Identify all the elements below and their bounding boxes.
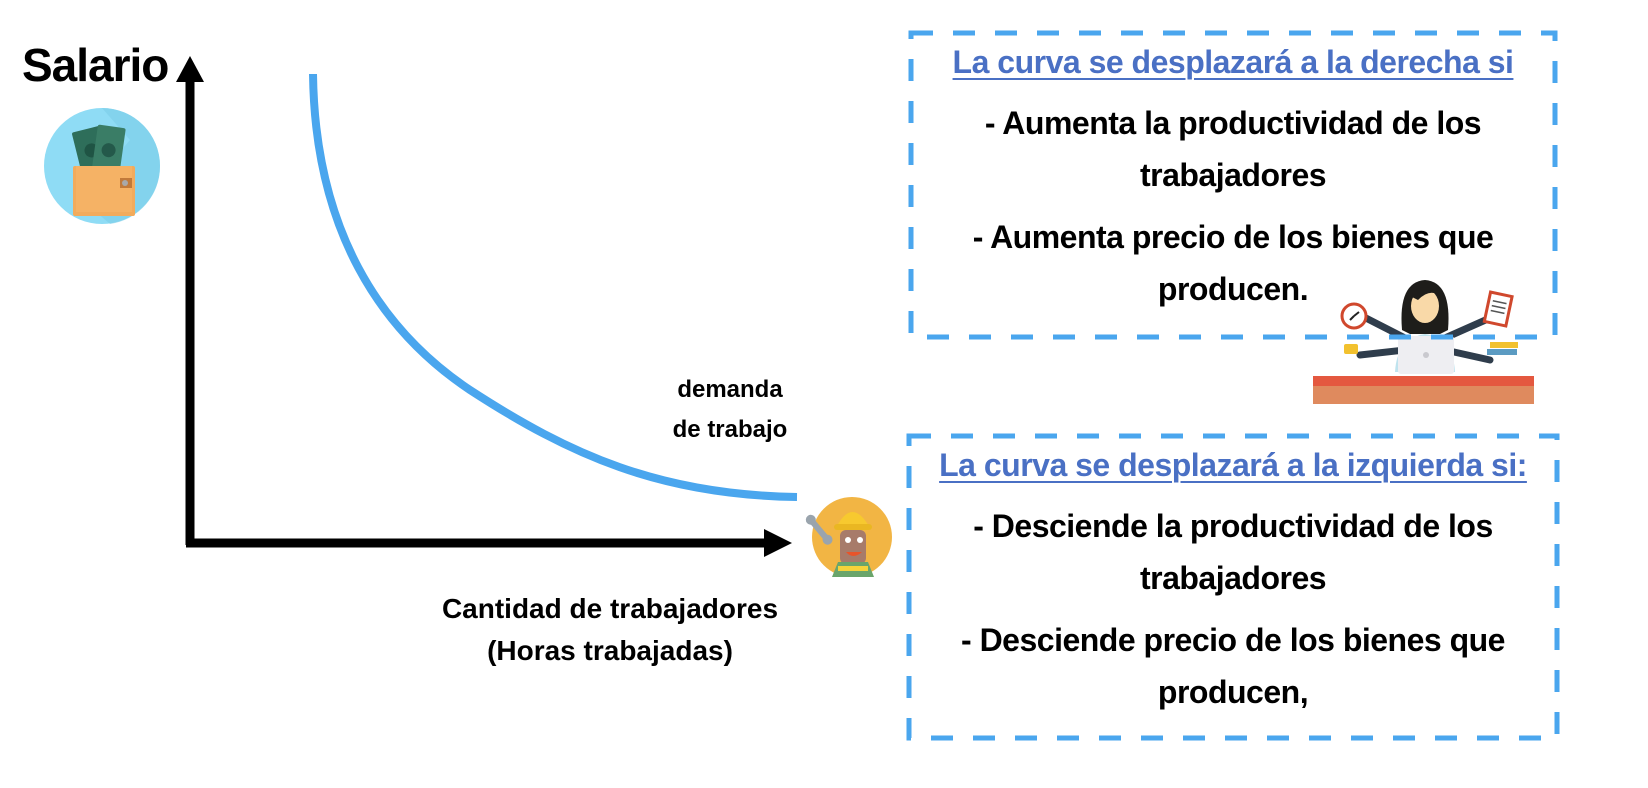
shift-left-item: - Desciende precio de los bienes que pro… bbox=[906, 614, 1560, 718]
shift-left-item: - Desciende la productividad de los trab… bbox=[906, 500, 1560, 604]
x-axis-label: Cantidad de trabajadores (Horas trabajad… bbox=[400, 588, 820, 672]
item-line: producen, bbox=[1157, 674, 1309, 710]
item-line: trabajadores bbox=[1139, 560, 1327, 596]
x-axis-label-line1: Cantidad de trabajadores bbox=[441, 593, 779, 624]
shift-left-title: La curva se desplazará a la izquierda si… bbox=[939, 447, 1527, 483]
curve-label-line1: demanda bbox=[677, 376, 783, 403]
item-line: producen. bbox=[1157, 271, 1309, 307]
curve-label: demanda de trabajo bbox=[600, 370, 860, 450]
curve-label-line2: de trabajo bbox=[672, 416, 788, 443]
wallet-money-icon bbox=[44, 108, 161, 224]
y-axis bbox=[176, 56, 204, 545]
item-line: - Desciende la productividad de los bbox=[973, 508, 1493, 544]
shift-left-box: La curva se desplazará a la izquierda si… bbox=[906, 433, 1560, 741]
item-line: trabajadores bbox=[1139, 157, 1327, 193]
x-axis-label-line2: (Horas trabajadas) bbox=[487, 635, 733, 666]
x-axis bbox=[186, 529, 792, 557]
item-line: - Aumenta la productividad de los bbox=[984, 105, 1482, 141]
shift-right-box: La curva se desplazará a la derecha si -… bbox=[908, 30, 1558, 340]
item-line: - Desciende precio de los bienes que bbox=[961, 622, 1505, 658]
shift-right-item: - Aumenta precio de los bienes que produ… bbox=[908, 211, 1558, 315]
item-line: - Aumenta precio de los bienes que bbox=[972, 219, 1494, 255]
labor-demand-curve bbox=[309, 73, 798, 501]
y-axis-label: Salario bbox=[22, 39, 169, 91]
construction-worker-icon bbox=[805, 497, 892, 577]
shift-right-title: La curva se desplazará a la derecha si bbox=[952, 44, 1514, 80]
shift-right-item: - Aumenta la productividad de los trabaj… bbox=[908, 97, 1558, 201]
